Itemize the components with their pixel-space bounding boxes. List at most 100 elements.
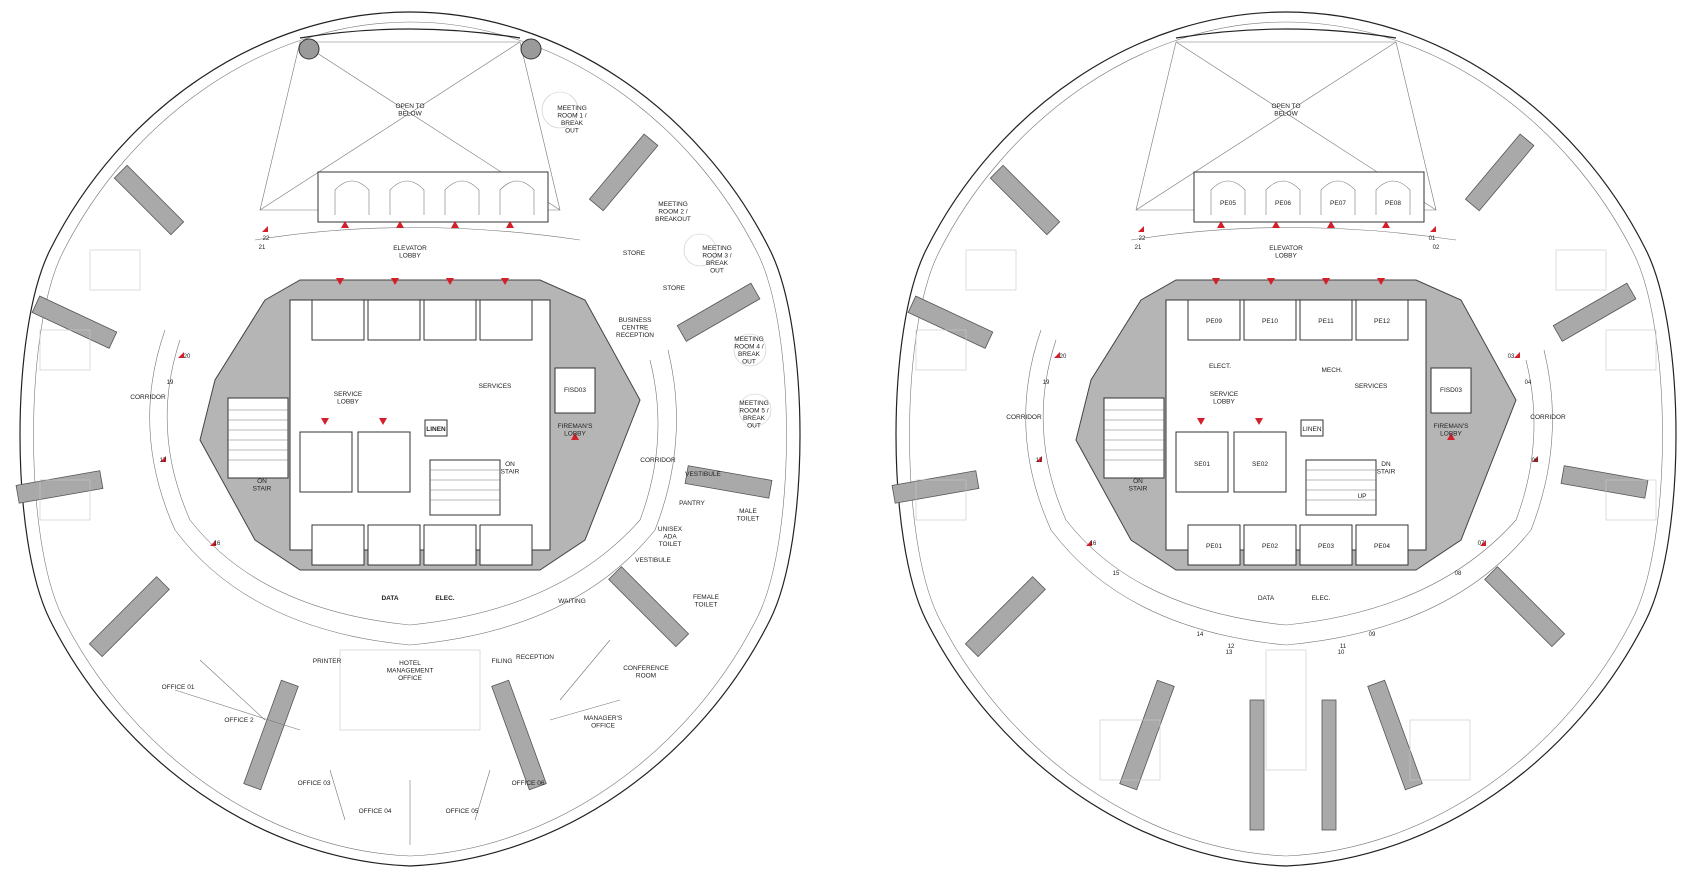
right-label-pe01: PE01 [1206,543,1222,550]
left-label-meeting5-line-4: OUT [747,423,761,430]
right-room-number-right-03: 03 [1508,354,1515,360]
right-linen-room [1300,419,1324,437]
left-label-unisex-toilet-line-1: UNISEX [658,526,683,533]
right-stair-2-treads [1306,469,1376,501]
left-mid-lifts [311,299,533,341]
right-room-number-left-14: 14 [1197,632,1204,638]
left-label-business-centre-line-3: RECEPTION [616,332,654,339]
right-room-number-right-01: 01 [1429,236,1436,242]
left-label-managers-line-1: MANAGER'S [584,715,623,722]
left-envelope-inner [33,21,787,857]
right-radial-walls [891,133,1649,831]
right-label-service-lobby-line-2: LOBBY [1213,399,1235,406]
left-stair-2 [429,459,501,516]
left-label-reception: RECEPTION [516,654,554,661]
left-label-meeting3-line-3: BREAK [706,260,729,267]
left-stair-2-treads [430,469,500,501]
right-room-number-right-11: 11 [1340,644,1347,650]
right-room-number-left-19: 19 [1043,380,1050,386]
left-label-service-lobby-line-2: LOBBY [337,399,359,406]
left-service-lift-1 [299,431,353,493]
left-fisd-room [554,367,596,414]
left-room-number-20: 20 [184,354,191,360]
left-label-filing: FILING [492,658,513,665]
right-label-pe05: PE05 [1220,200,1236,207]
left-label-elevator-lobby-line-2: LOBBY [399,253,421,260]
left-floor-plan: OPEN TOBELOWELEVATORLOBBYSERVICELOBBYSER… [15,11,801,867]
right-top-lifts [1210,180,1411,215]
right-label-pe02: PE02 [1262,543,1278,550]
left-corridor-ring-2 [149,329,677,646]
right-label-pe08: PE08 [1385,200,1401,207]
left-room-number-22: 22 [263,236,270,242]
left-lobby-arc-outer [254,227,581,241]
right-stair [1103,397,1165,479]
left-label-meeting1-line-1: MEETING [557,105,587,112]
right-room-number-left-20: 20 [1060,354,1067,360]
left-label-corridor-right: CORRIDOR [640,457,676,464]
left-column-2 [520,38,542,60]
left-label-store1: STORE [623,250,646,257]
left-label-meeting4-line-3: BREAK [738,351,761,358]
left-red-arrows [160,221,579,546]
left-label-stair-right-line-1: ON [505,461,515,468]
right-label-pe12: PE12 [1374,318,1390,325]
right-label-corridor-right: CORRIDOR [1530,414,1566,421]
right-label-data: DATA [1258,595,1275,602]
left-label-office2: OFFICE 2 [224,717,254,724]
left-label-male-toilet-line-2: TOILET [737,516,760,523]
left-label-fireman-lobby-line-1: FIREMAN'S [558,423,593,430]
right-label-pe04: PE04 [1374,543,1390,550]
right-room-number-left-16: 16 [1090,541,1097,547]
right-envelope-outer [895,11,1677,867]
left-label-printer: PRINTER [313,658,342,665]
left-label-pantry: PANTRY [679,500,705,507]
left-label-office06: OFFICE 06 [512,780,545,787]
left-label-service-lobby-line-1: SERVICE [334,391,363,398]
left-label-meeting1-line-3: BREAK [561,120,584,127]
left-radial-walls [15,133,773,791]
left-label-hotel-office-line-3: OFFICE [398,675,422,682]
right-room-number-right-08: 08 [1455,571,1462,577]
left-label-female-toilet-line-2: TOILET [695,602,718,609]
left-room-number-19: 19 [167,380,174,386]
right-labels: OPEN TOBELOWELEVATORLOBBYSERVICELOBBYSER… [1006,103,1566,656]
left-label-meeting3-line-1: MEETING [702,245,732,252]
left-label-business-centre-line-2: CENTRE [622,325,649,332]
right-room-number-right-06: 06 [1532,458,1539,464]
left-label-stair-left-line-1: ON [257,478,267,485]
left-label-office03: OFFICE 03 [298,780,331,787]
right-room-number-left-21: 21 [1135,245,1142,251]
left-atrium-arc [299,28,521,39]
left-stair-treads [228,409,288,461]
left-label-business-centre-line-1: BUSINESS [619,317,653,324]
left-label-managers-line-2: OFFICE [591,723,615,730]
right-label-pe06: PE06 [1275,200,1291,207]
left-room-number-21: 21 [259,245,266,251]
right-floor-plan: OPEN TOBELOWELEVATORLOBBYSERVICELOBBYSER… [891,11,1677,867]
right-room-number-left-15: 15 [1113,571,1120,577]
right-label-services: SERVICES [1355,383,1388,390]
left-label-meeting3-line-2: ROOM 3 / [702,253,731,260]
left-label-unisex-toilet-line-2: ADA [663,534,677,541]
right-label-stair-left-line-1: ON [1133,478,1143,485]
right-service-lift-2 [1233,431,1287,493]
right-atrium-x2 [1135,41,1397,211]
right-room-number-left-13: 13 [1226,650,1233,656]
left-label-open-to-below-line-1: OPEN TO [395,103,424,110]
left-linen-room [424,419,448,437]
left-label-office05: OFFICE 05 [446,808,479,815]
left-service-lift-2 [357,431,411,493]
right-service-lift-1 [1175,431,1229,493]
right-core-inner [1165,299,1427,551]
right-label-se02: SE02 [1252,461,1268,468]
right-label-stair-right-line-2: STAIR [1377,469,1396,476]
right-envelope-inner [909,21,1663,857]
left-atrium-x2 [259,41,521,211]
left-label-hotel-office-line-2: MANAGEMENT [387,668,434,675]
left-label-conference-line-2: ROOM [636,673,656,680]
right-label-elect: ELECT. [1209,363,1231,370]
right-label-pe09: PE09 [1206,318,1222,325]
right-label-pe07: PE07 [1330,200,1346,207]
left-label-office01: OFFICE 01 [162,684,195,691]
